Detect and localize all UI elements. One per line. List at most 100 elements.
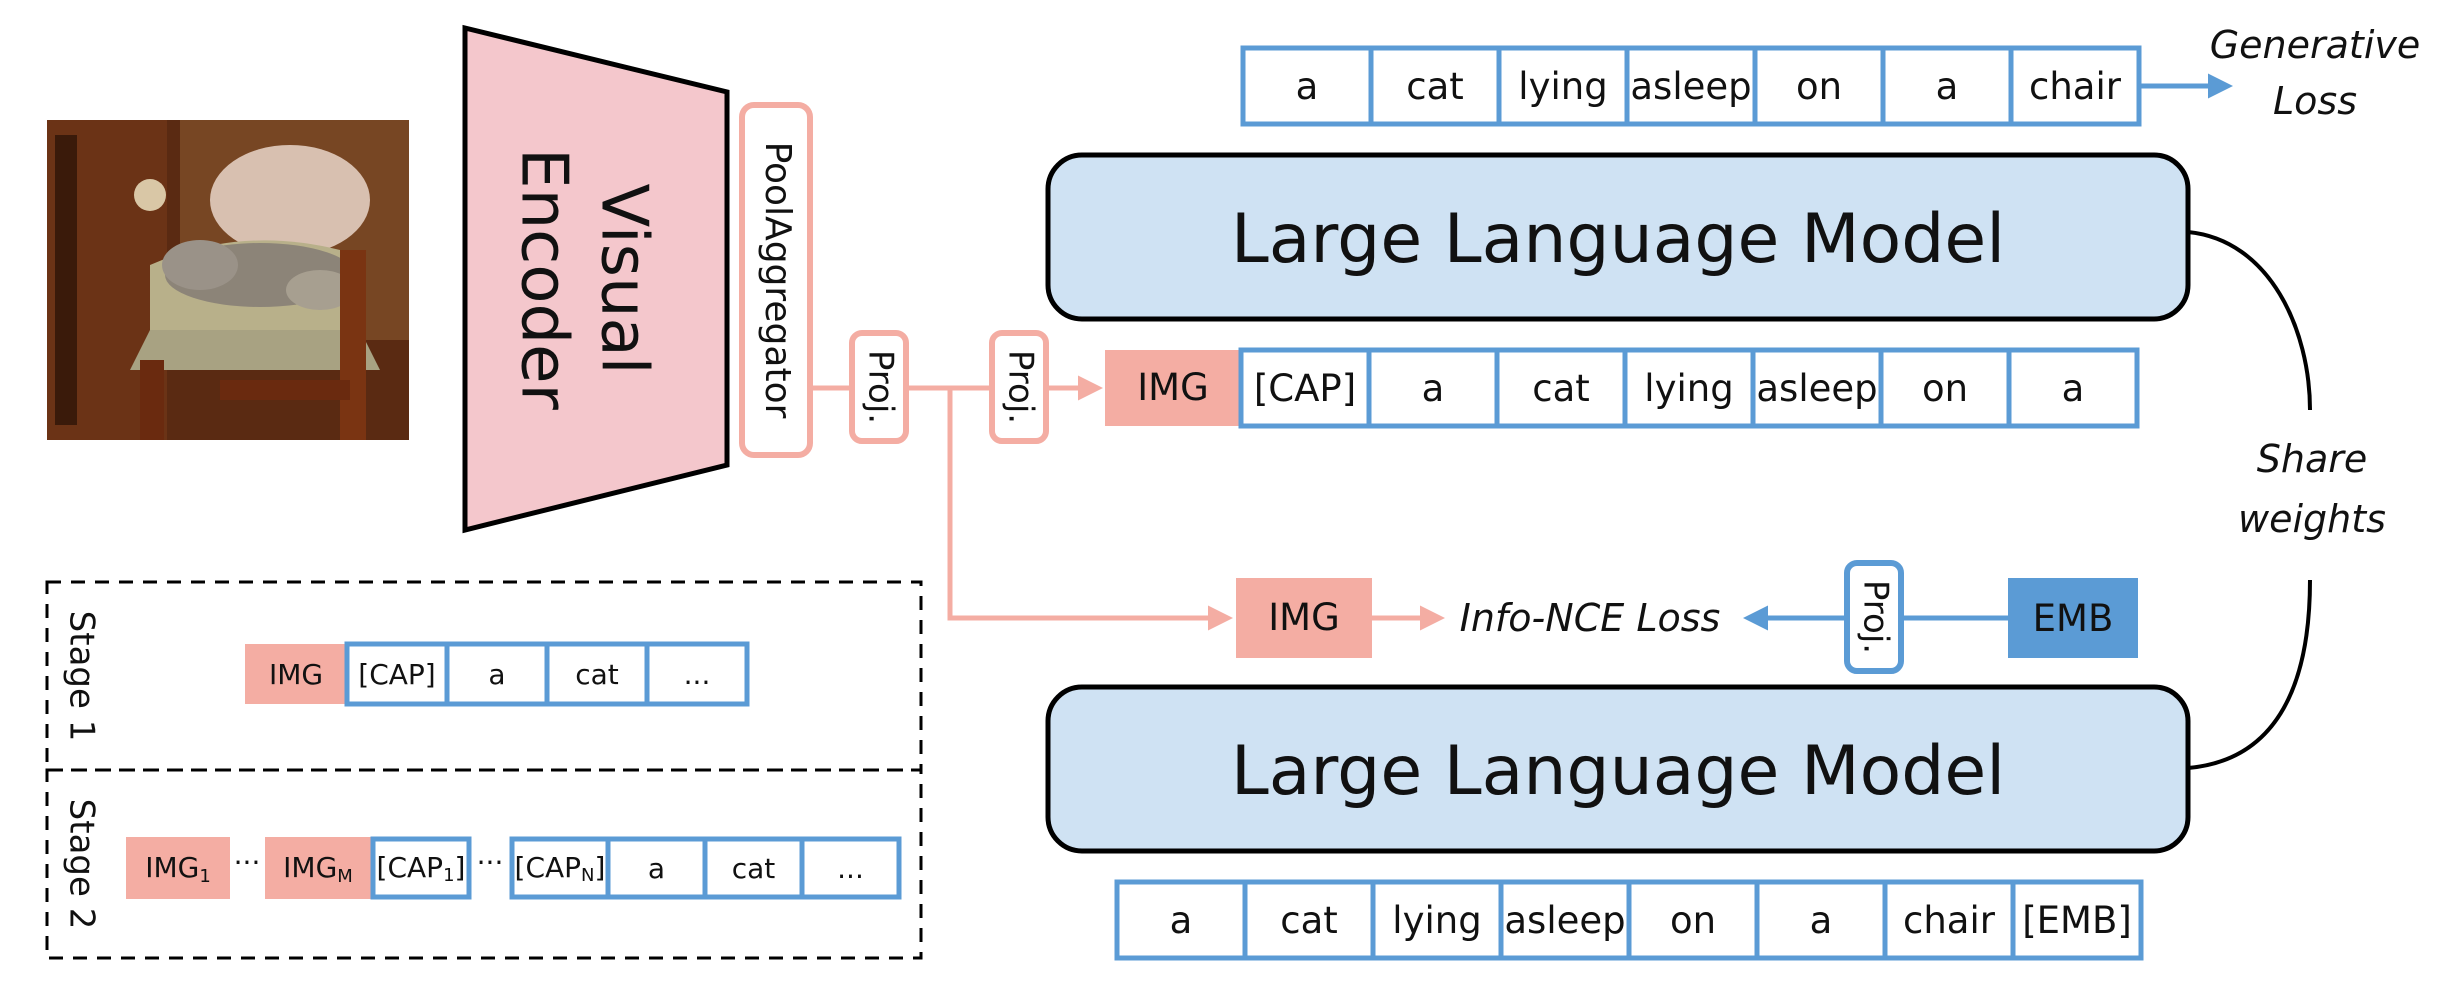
visual-encoder-label-line2: Encoder: [506, 148, 580, 410]
emb-token: EMB: [2008, 578, 2138, 658]
top-row-cell-1: [1368, 45, 1502, 127]
mid-row-cell-6: [2006, 347, 2140, 429]
top-row-cell-6: [2008, 45, 2142, 127]
bottom-row-cell-5: [1754, 879, 1888, 961]
share-weights-curve-bottom: [2187, 579, 2312, 770]
generative-loss-line2: Loss: [2273, 79, 2357, 123]
stage2-row-token-2: ...: [837, 852, 864, 885]
pool-aggregator: PoolAggregator: [739, 102, 813, 458]
mid-row-cell-2: [1494, 347, 1628, 429]
visual-encoder-label-line1: Visual: [586, 183, 660, 374]
stage1-row-cell-2: [544, 641, 650, 707]
stage1-img-label: IMG: [269, 658, 323, 691]
mid-row-cell-1: [1366, 347, 1500, 429]
stage2-img-first-label: IMG1: [145, 851, 211, 887]
share-weights-line2: weights: [2238, 497, 2386, 541]
stage2-cap-first: [370, 836, 472, 900]
llm-top: Large Language Model: [1045, 152, 2191, 322]
mid-row-cell-0: [1238, 347, 1372, 429]
top-row-token-6: chair: [2029, 65, 2122, 108]
mid-row-token-5: on: [1922, 367, 1968, 410]
top-row-token-2: lying: [1518, 65, 1607, 108]
top-token-row: a cat lying asleep on a chair: [1240, 45, 2142, 127]
mid-row-token-6: a: [2062, 367, 2085, 410]
bottom-row-cell-2: [1370, 879, 1504, 961]
stage2-cap-last: [509, 836, 611, 900]
stage1-label: Stage 1: [62, 611, 102, 742]
infonce-loss-label: Info-NCE Loss: [1460, 596, 1721, 640]
mid-row-token-3: lying: [1644, 367, 1733, 410]
mid-row-cell-5: [1878, 347, 2012, 429]
mid-row-cell-3: [1622, 347, 1756, 429]
mid-img-label: IMG: [1137, 366, 1209, 409]
top-row-cell-3: [1624, 45, 1758, 127]
bottom-row-cell-3: [1498, 879, 1632, 961]
stage1-row-cell-3: [644, 641, 750, 707]
stage2-ellipsis-cap: ···: [477, 846, 504, 879]
stage1-row-token-2: cat: [575, 658, 619, 691]
visual-encoder: Visual Encoder: [462, 24, 730, 534]
mid-row-token-4: asleep: [1756, 367, 1877, 410]
generative-loss-line1: Generative: [2210, 23, 2421, 67]
stage2-row-cell-0: [605, 836, 708, 900]
bottom-row-token-5: a: [1810, 899, 1833, 942]
stage2-box: Stage 2 IMG1 ··· IMGM [CAP1] ··· [CAPN] …: [45, 768, 923, 960]
stage2-ellipsis-img: ···: [234, 846, 261, 879]
stage1-row-token-0: [CAP]: [358, 658, 435, 691]
stage2-cap-last-label: [CAPN]: [515, 851, 606, 886]
mid-row-token-1: a: [1422, 367, 1445, 410]
stage1-row-token-1: a: [488, 658, 505, 691]
bottom-row-token-4: on: [1670, 899, 1716, 942]
stage2-img-last-label: IMGM: [283, 851, 353, 887]
llm-top-label: Large Language Model: [1231, 200, 2005, 279]
stage2-token-row: a cat...: [605, 836, 902, 900]
mid-row-token-2: cat: [1532, 367, 1590, 410]
llm-bottom: Large Language Model: [1045, 684, 2191, 854]
emb-label: EMB: [2033, 597, 2114, 640]
pool-aggregator-label: PoolAggregator: [757, 142, 798, 419]
top-row-cell-5: [1880, 45, 2014, 127]
bottom-row-cell-0: [1114, 879, 1248, 961]
top-row-token-3: asleep: [1630, 65, 1751, 108]
stage1-row-token-3: ...: [684, 658, 711, 691]
bottom-row-cell-7: [2010, 879, 2144, 961]
bottom-row-token-7: [EMB]: [2022, 899, 2132, 942]
proj-box-2: Proj.: [989, 330, 1049, 444]
bottom-token-row: a cat lying asleep on a chair [EMB]: [1114, 879, 2144, 961]
stage2-row-cell-2: [799, 836, 902, 900]
share-weights-line1: Share: [2257, 437, 2368, 481]
connector-proj-to-infonce: [947, 388, 1233, 631]
proj-box-1: Proj.: [849, 330, 909, 444]
bottom-row-token-1: cat: [1280, 899, 1338, 942]
proj-label-1: Proj.: [861, 350, 901, 424]
bottom-row-token-2: lying: [1392, 899, 1481, 942]
stage2-row-token-1: cat: [732, 852, 776, 885]
mid-row-token-0: [CAP]: [1254, 367, 1356, 410]
stage1-token-row: [CAP] a cat...: [344, 641, 750, 707]
proj-box-3: Proj.: [1844, 560, 1904, 674]
stage2-cap-first-label: [CAP1]: [377, 851, 466, 886]
llm-bottom-label: Large Language Model: [1231, 732, 2005, 811]
bottom-row-token-0: a: [1170, 899, 1193, 942]
infonce-img-label: IMG: [1268, 596, 1340, 639]
share-weights-curve-top: [2187, 230, 2312, 411]
mid-row-cell-4: [1750, 347, 1884, 429]
stage1-box: Stage 1 IMG [CAP] a cat...: [45, 580, 923, 772]
proj-label-2: Proj.: [1001, 350, 1041, 424]
cat-photo: [47, 120, 409, 440]
bottom-row-token-3: asleep: [1504, 899, 1625, 942]
top-row-token-4: on: [1796, 65, 1842, 108]
bottom-row-cell-6: [1882, 879, 2016, 961]
top-row-token-0: a: [1296, 65, 1319, 108]
infonce-img-token: IMG: [1236, 578, 1372, 658]
stage2-row-cell-1: [702, 836, 805, 900]
bottom-row-token-6: chair: [1903, 899, 1996, 942]
top-row-cell-4: [1752, 45, 1886, 127]
stage2-row-token-0: a: [648, 852, 665, 885]
top-row-token-5: a: [1936, 65, 1959, 108]
top-row-token-1: cat: [1406, 65, 1464, 108]
stage2-label: Stage 2: [62, 799, 102, 930]
proj-label-3: Proj.: [1856, 580, 1896, 654]
mid-token-row: [CAP] a cat lying asleep on a: [1238, 347, 2140, 429]
